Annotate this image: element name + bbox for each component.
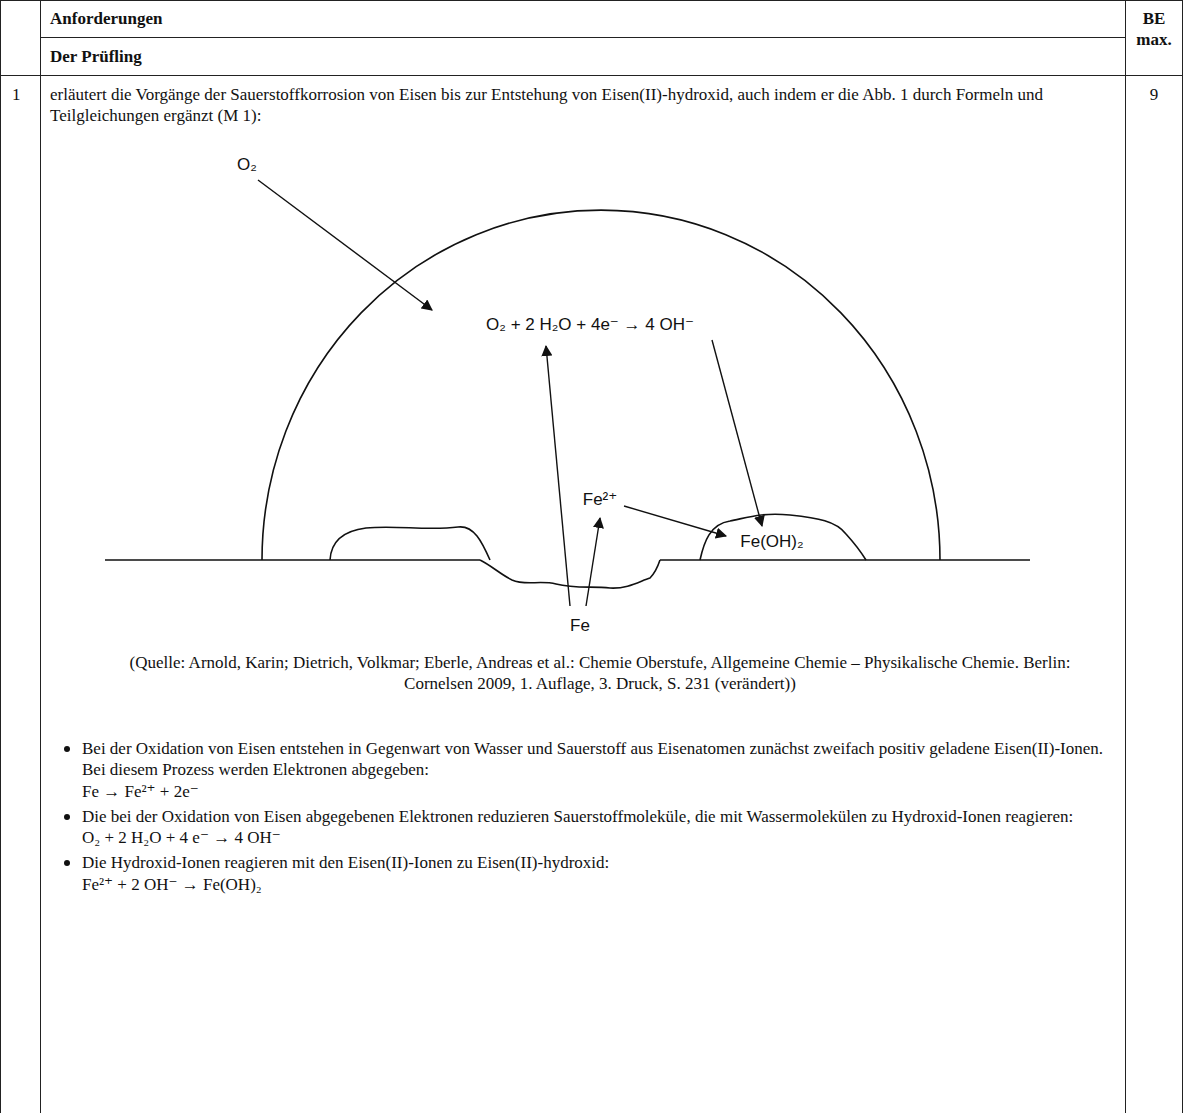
rust-mound xyxy=(700,514,866,560)
bullet-dot xyxy=(64,746,70,752)
table-header: Anforderungen xyxy=(50,8,162,29)
water-drop xyxy=(262,210,940,560)
corrosion-figure xyxy=(105,210,1030,588)
task-text: erläutert die Vorgänge der Sauerstoffkor… xyxy=(50,84,1118,127)
reaction-arrows xyxy=(258,180,762,606)
bullet-item: Die Hydroxid-Ionen reagieren mit den Eis… xyxy=(60,852,1118,895)
formula-label: Fe xyxy=(570,616,590,636)
bullet-dot xyxy=(64,860,70,866)
hydroxide-arrow xyxy=(712,340,762,526)
table-header: BE max. xyxy=(1128,8,1180,51)
source-note: (Quelle: Arnold, Karin; Dietrich, Volkma… xyxy=(100,652,1100,695)
formula-label: O₂ xyxy=(237,155,257,175)
bullet-text: Die Hydroxid-Ionen reagieren mit den Eis… xyxy=(82,852,1118,873)
bullet-list: Bei der Oxidation von Eisen entstehen in… xyxy=(60,738,1118,899)
electron-arrow xyxy=(546,346,570,606)
equation: Fe²⁺ + 2 OH⁻ → Fe(OH)₂ xyxy=(82,874,1118,895)
iron-surface xyxy=(105,559,1030,561)
reaction-equation: O₂ + 2 H₂O + 4e⁻ → 4 OH⁻ xyxy=(486,315,694,335)
bullet-item: Die bei der Oxidation von Eisen abgegebe… xyxy=(60,806,1118,849)
rust-mound xyxy=(330,527,490,560)
bullet-text: Bei der Oxidation von Eisen entstehen in… xyxy=(82,738,1118,781)
iron-ion-arrow xyxy=(586,518,600,606)
formula-label: Fe²⁺ xyxy=(583,490,617,510)
oxygen-arrow xyxy=(258,180,432,310)
iron-ion-arrow xyxy=(624,506,726,536)
formula-label: Fe(OH)₂ xyxy=(740,532,803,552)
bullet-item: Bei der Oxidation von Eisen entstehen in… xyxy=(60,738,1118,802)
table-header: Der Prüfling xyxy=(50,46,142,67)
equation: O₂ + 2 H₂O + 4 e⁻ → 4 OH⁻ xyxy=(82,827,1118,848)
task-number: 1 xyxy=(12,84,21,105)
corrosion-pit xyxy=(480,560,660,588)
bullet-text: Die bei der Oxidation von Eisen abgegebe… xyxy=(82,806,1118,827)
points: 9 xyxy=(1128,84,1180,105)
bullet-dot xyxy=(64,814,70,820)
equation: Fe → Fe²⁺ + 2e⁻ xyxy=(82,781,1118,802)
